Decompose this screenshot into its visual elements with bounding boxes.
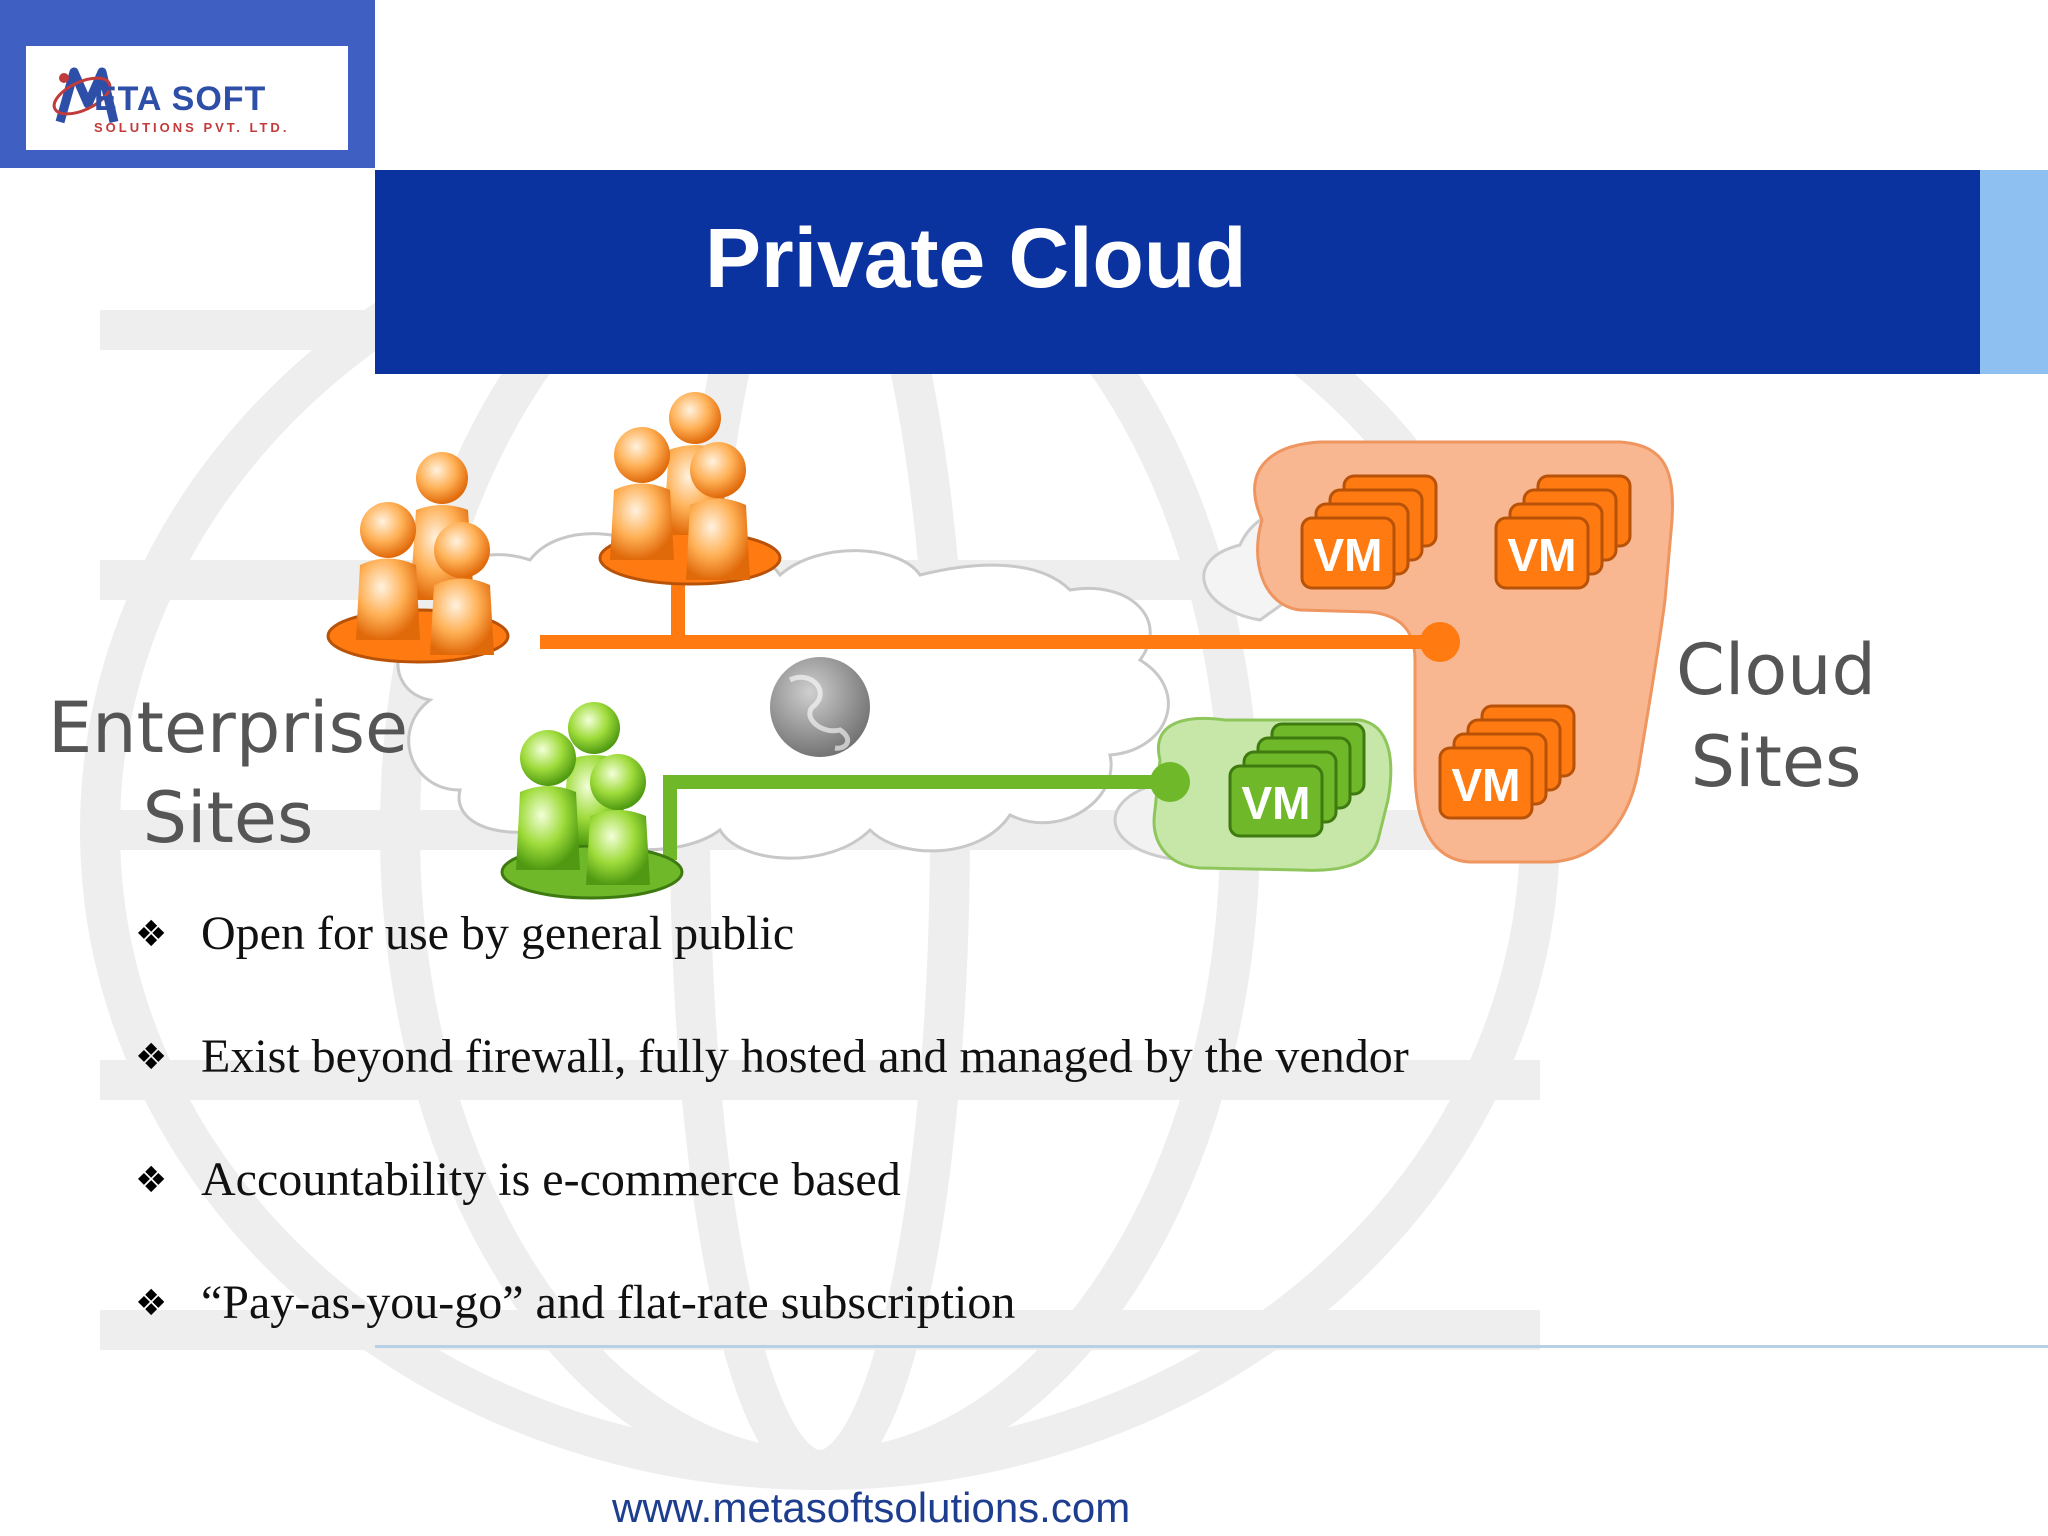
vm-label-1: VM <box>1314 529 1383 581</box>
bullet-diamond-icon: ❖ <box>135 1037 168 1078</box>
enterprise-site-orange-1 <box>326 452 510 664</box>
cloud-sites-label-line1: Cloud <box>1676 629 1876 711</box>
footer-url[interactable]: www.metasoftsolutions.com <box>612 1484 1131 1531</box>
slide-title: Private Cloud <box>705 211 1247 305</box>
bullet-text: Open for use by general public <box>201 907 795 960</box>
bullet-diamond-icon: ❖ <box>135 1160 168 1201</box>
enterprise-site-orange-2 <box>598 392 782 586</box>
enterprise-label-line1: Enterprise <box>48 687 408 769</box>
green-connection <box>663 762 1190 860</box>
vm-stack-green <box>1228 722 1366 838</box>
bullet-diamond-icon: ❖ <box>135 1283 168 1324</box>
bullet-text: Exist beyond firewall, fully hosted and … <box>201 1030 1409 1083</box>
orange-connection <box>540 580 1460 662</box>
meta-soft-logo-icon <box>52 67 119 124</box>
vm-label-4: VM <box>1242 777 1311 829</box>
globe-icon <box>770 657 870 757</box>
title-bar <box>375 170 1980 374</box>
vm-stack-orange-3 <box>1438 704 1576 820</box>
cloud-sites-label-line2: Sites <box>1691 721 1862 803</box>
bullet-text: Accountability is e-commerce based <box>201 1153 901 1206</box>
enterprise-label-line2: Sites <box>143 777 314 859</box>
bullet-diamond-icon: ❖ <box>135 914 168 955</box>
vm-stack-orange-2 <box>1494 474 1632 590</box>
title-bar-accent <box>1980 170 2048 374</box>
bullet-text: “Pay-as-you-go” and flat-rate subscripti… <box>201 1276 1016 1329</box>
footer-divider <box>375 1345 2048 1348</box>
logo-tagline: SOLUTIONS PVT. LTD. <box>94 120 290 135</box>
vm-label-3: VM <box>1452 759 1521 811</box>
company-logo: ETA SOFT SOLUTIONS PVT. LTD. <box>26 46 348 150</box>
logo-name: ETA SOFT <box>94 80 267 118</box>
enterprise-site-green <box>500 702 684 900</box>
vm-label-2: VM <box>1508 529 1577 581</box>
vm-stack-orange-1 <box>1300 474 1438 590</box>
private-cloud-diagram: VM VM VM VM Enterprise Sites Cloud Sites <box>48 392 1876 900</box>
